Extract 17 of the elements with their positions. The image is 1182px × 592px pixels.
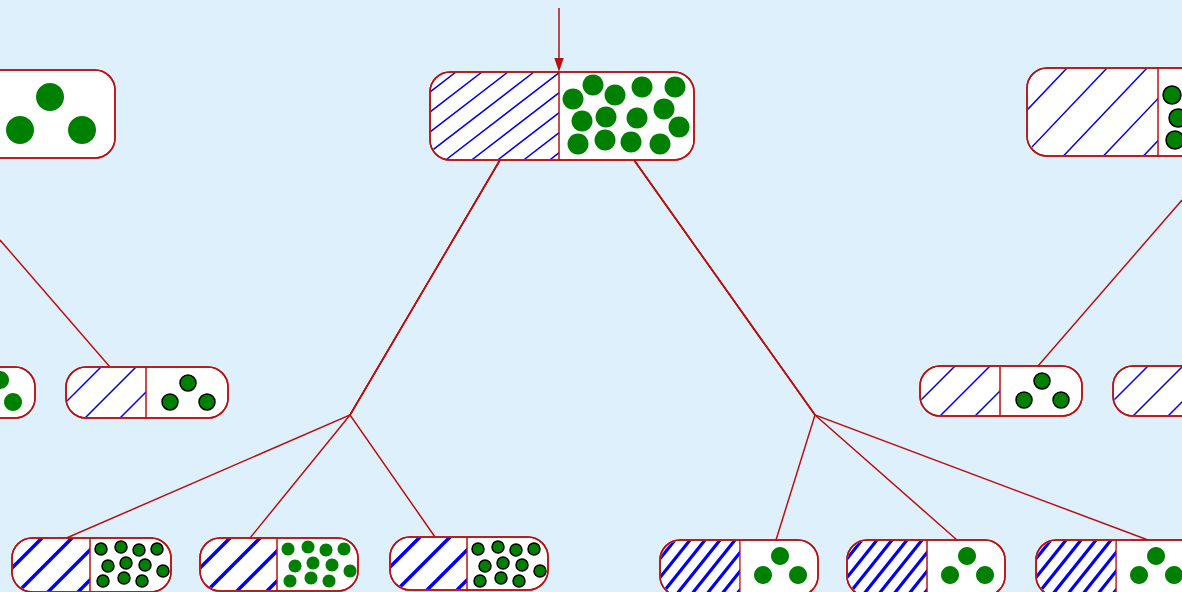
capsule-drawing	[429, 71, 695, 161]
capsule-drawing	[389, 536, 549, 591]
capsule-drawing	[199, 537, 359, 592]
capsule-drawing	[659, 539, 819, 592]
capsule-drawing	[846, 539, 1006, 592]
capsule-drawing	[919, 365, 1083, 417]
connector-line	[349, 159, 501, 538]
connector-line	[0, 239, 111, 368]
capsule-drawing	[11, 537, 172, 592]
capsule-drawing	[1112, 365, 1182, 417]
capsule-drawing	[1035, 539, 1182, 592]
capsule-drawing	[0, 366, 36, 419]
capsule-drawing	[65, 366, 229, 419]
capsule-drawing	[1026, 67, 1182, 157]
capsule-drawing	[0, 69, 116, 159]
connector-line	[1037, 199, 1182, 367]
connector-line	[633, 159, 1149, 541]
